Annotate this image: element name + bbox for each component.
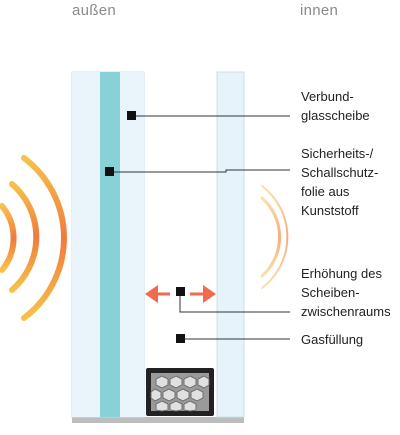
sound-wave-icon	[9, 181, 40, 293]
inside-label: innen	[300, 2, 339, 19]
outside-label: außen	[72, 2, 117, 19]
callout-leaders	[110, 115, 290, 340]
callout-abstand: Erhöhung des Scheiben- zwischenraums	[301, 266, 391, 319]
inner-glass-pane	[216, 71, 245, 418]
sound-wave-icon	[0, 203, 17, 273]
sound-wave-icon	[21, 155, 67, 321]
frame-base	[72, 417, 244, 423]
outer-glass-sheet-left	[72, 72, 100, 417]
marker-gas	[176, 334, 185, 343]
desiccant-hexagons	[150, 375, 210, 412]
outer-glass-sheet-right	[120, 72, 144, 417]
sound-wave-icon	[260, 196, 282, 278]
double-arrow-icon	[145, 285, 216, 303]
marker-folie	[105, 167, 114, 176]
marker-abstand	[176, 287, 185, 296]
callout-gas: Gasfüllung	[301, 332, 364, 347]
sound-wave-icon	[261, 185, 289, 289]
callout-folie: Sicherheits-/ Schallschutz- folie aus Ku…	[301, 146, 379, 218]
callout-verbund: Verbund- glasscheibe	[301, 89, 370, 123]
marker-verbund	[127, 111, 136, 120]
laminate-foil	[100, 72, 120, 417]
